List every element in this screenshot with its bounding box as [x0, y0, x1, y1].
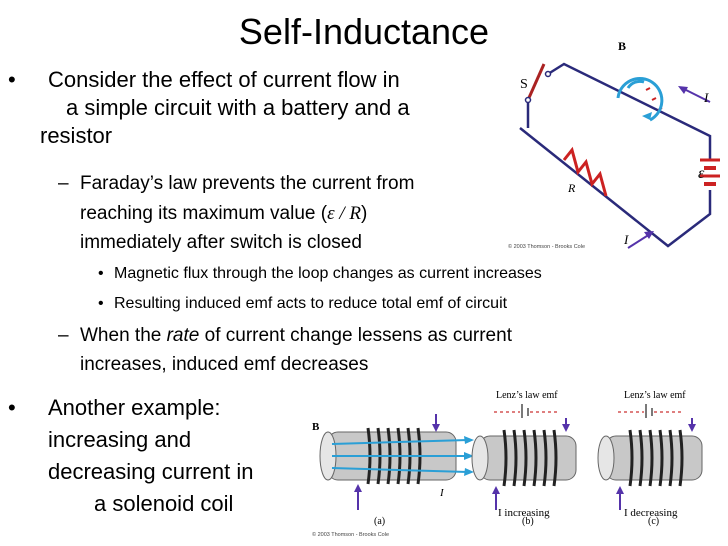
subsub-bullet-dot: •: [98, 295, 104, 312]
solenoid-a: [319, 414, 474, 510]
circuit-figure: B S I I R ε © 2003 Thomson - Brooks Cole: [508, 39, 720, 250]
sub2-text-b: of current change lessens as current: [199, 325, 512, 346]
resistor-icon: [562, 146, 608, 197]
solenoid-label-i-a: I: [439, 487, 445, 499]
sub1-line3: immediately after switch is closed: [80, 232, 362, 253]
panel-label-c: (c): [648, 516, 659, 527]
current-arrow-bottom: [627, 231, 654, 249]
circuit-label-r: R: [567, 181, 576, 195]
circuit-label-s: S: [520, 77, 528, 92]
circuit-label-emf: ε: [698, 165, 705, 182]
caption-increasing: I increasing: [498, 507, 550, 519]
current-arrow-top: [678, 86, 711, 103]
solenoid-label-b: B: [312, 421, 320, 433]
solenoid-figure: Lenz’s law emf Lenz’s law emf B I: [312, 390, 703, 538]
bullet1-line1: Consider the effect of current flow in: [48, 67, 400, 92]
bullet2-line4: a solenoid coil: [94, 491, 234, 516]
slide-title: Self-Inductance: [238, 11, 490, 52]
sub1-line2-text: reaching its maximum value (: [80, 203, 328, 224]
sub1-line2: reaching its maximum value (ε / R): [80, 202, 367, 226]
bullet1-line3: resistor: [40, 123, 113, 148]
sub-bullet-dash: –: [58, 173, 69, 194]
lenz-cell-b: [521, 404, 529, 418]
subsub-item-2: Resulting induced emf acts to reduce tot…: [114, 295, 508, 312]
sub1-line1: Faraday’s law prevents the current from: [80, 173, 415, 194]
sub-bullet-dash: –: [58, 325, 69, 346]
sub2-emphasis: rate: [166, 325, 200, 346]
bullet2-line3: decreasing current in: [48, 459, 254, 484]
sub2-line2: increases, induced emf decreases: [80, 354, 369, 375]
lenz-label-c: Lenz’s law emf: [624, 390, 686, 401]
circuit-label-b: B: [618, 39, 626, 53]
solenoid-copyright: © 2003 Thomson - Brooks Cole: [312, 531, 389, 538]
solenoid-b: [471, 418, 577, 510]
bullet2-line2: increasing and: [48, 427, 192, 452]
lenz-cell-c: [645, 404, 653, 418]
emf-over-r: ε / R: [327, 203, 361, 224]
circuit-label-i-bottom: I: [623, 232, 629, 247]
panel-label-b: (b): [522, 516, 534, 527]
switch-icon: [524, 63, 552, 104]
panel-label-a: (a): [374, 516, 385, 527]
sub1-line2-close: ): [360, 203, 368, 224]
bullet-dot: •: [8, 395, 16, 420]
circuit-wires: [519, 62, 712, 248]
magnetic-field-arrows: [616, 77, 664, 122]
sub2-line1: When the rate of current change lessens …: [80, 324, 512, 348]
bullet2-line1: Another example:: [48, 395, 221, 420]
bullet-dot: •: [8, 67, 16, 92]
subsub-bullet-dot: •: [98, 265, 104, 282]
sub2-text-a: When the: [80, 325, 167, 346]
circuit-label-i-top: I: [703, 90, 709, 105]
field-arrowhead: [642, 112, 652, 120]
battery-icon: [700, 158, 720, 186]
solenoid-c: [597, 418, 703, 510]
caption-decreasing: I decreasing: [624, 507, 678, 519]
lenz-label-b: Lenz’s law emf: [496, 390, 558, 401]
circuit-copyright: © 2003 Thomson - Brooks Cole: [508, 243, 585, 250]
subsub-item-1: Magnetic flux through the loop changes a…: [114, 265, 542, 282]
bullet1-line2: a simple circuit with a battery and a: [66, 95, 410, 120]
